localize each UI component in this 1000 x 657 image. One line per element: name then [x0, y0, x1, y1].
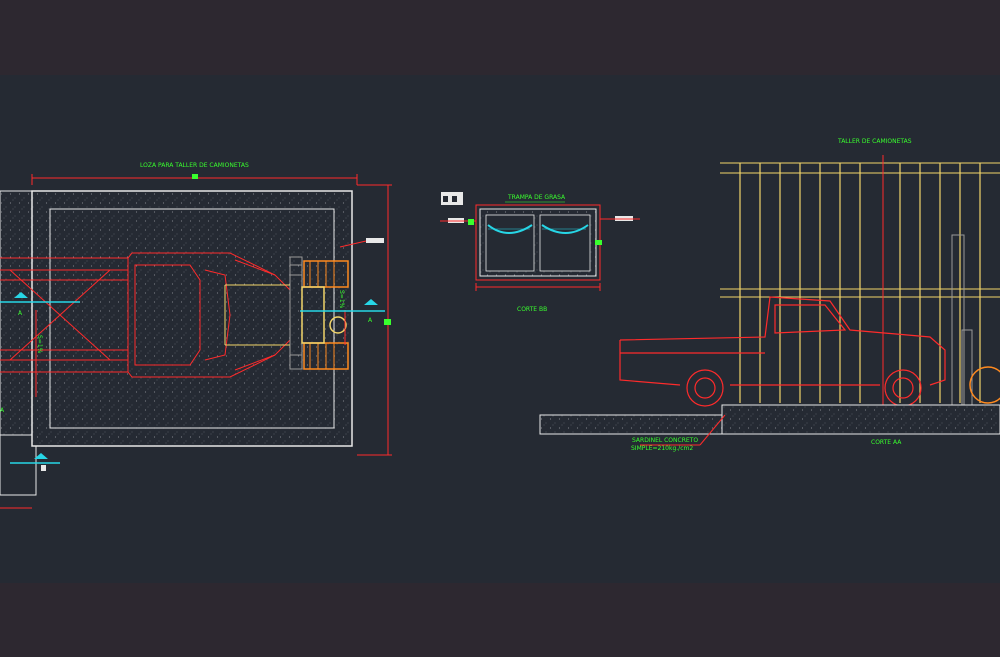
- truck-elevation: [619, 296, 946, 407]
- dimension-grip[interactable]: [192, 174, 198, 179]
- slope-label: S=1%: [36, 335, 43, 354]
- slab-title: LOZA PARA TALLER DE CAMIONETAS: [140, 162, 249, 169]
- vehicle-lift: [224, 256, 349, 370]
- level-marker: [366, 238, 384, 243]
- grease-trap-section: TRAMPA DE GRASA CORTE BB: [440, 192, 640, 313]
- section-bb-label: CORTE BB: [517, 306, 547, 313]
- section-marker-icon: [34, 453, 48, 459]
- cad-drawing-canvas[interactable]: LOZA PARA TALLER DE CAMIONETAS: [0, 75, 1000, 583]
- curb-note-line2: SIMPLE=210kg./cm2: [631, 445, 693, 452]
- partial-label: A: [0, 407, 5, 414]
- grease-trap-title: TRAMPA DE GRASA: [507, 194, 566, 201]
- level-marker: [41, 465, 46, 471]
- curb-note-line1: SARDINEL CONCRETO: [632, 437, 698, 444]
- section-marker-label: A: [18, 310, 23, 317]
- section-marker-label: A: [368, 317, 373, 324]
- dimension-grip[interactable]: [384, 319, 391, 325]
- workshop-section-aa: TALLER DE CAMIONETAS: [539, 138, 1000, 452]
- slope-label: S=1%: [338, 290, 345, 309]
- slab-plan-view: LOZA PARA TALLER DE CAMIONETAS: [0, 162, 392, 509]
- section-marker-icon: [364, 299, 378, 305]
- top-toolbar-area: [0, 0, 1000, 75]
- workshop-title: TALLER DE CAMIONETAS: [837, 138, 912, 145]
- section-aa-label: CORTE AA: [871, 439, 902, 446]
- section-marker-icon: [14, 292, 28, 298]
- dimension-grip[interactable]: [595, 240, 602, 245]
- bottom-status-area: [0, 583, 1000, 657]
